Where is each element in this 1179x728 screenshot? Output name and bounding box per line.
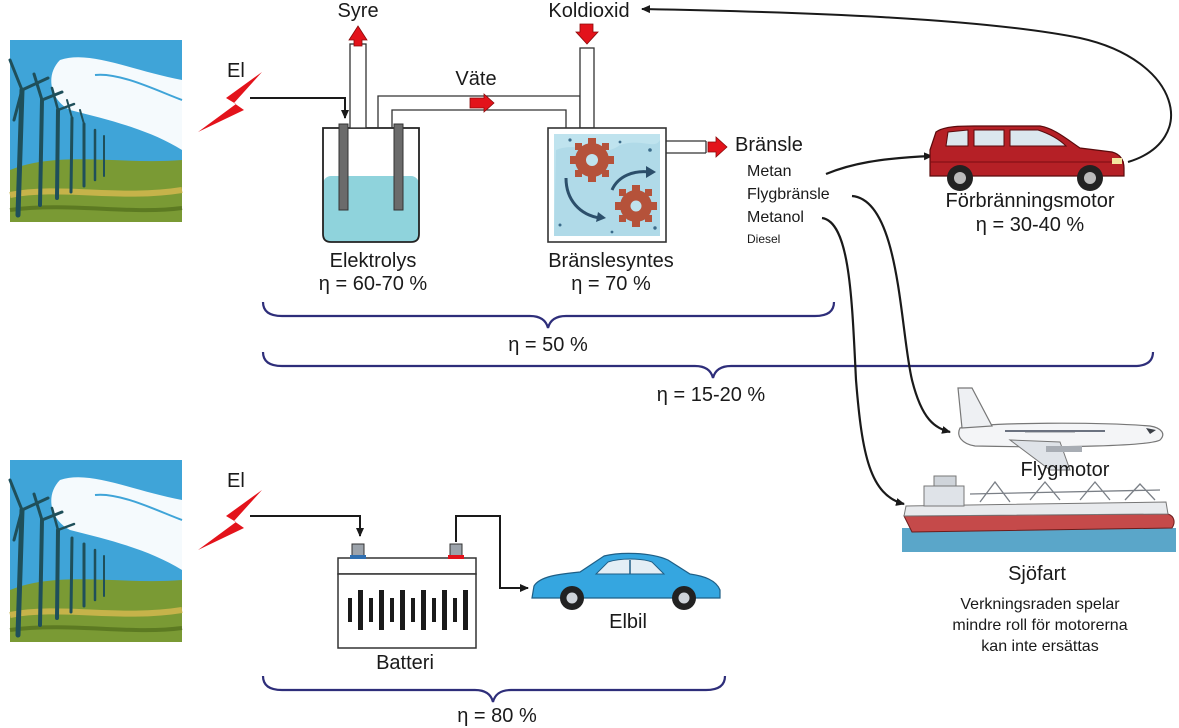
bransle-label: Bränsle	[735, 134, 803, 156]
forbranningsmotor-label: Förbränningsmotor	[945, 190, 1115, 212]
route-car-to-koldioxid	[641, 5, 1172, 163]
fuel-flygbransle-label: Flygbränsle	[747, 186, 830, 203]
forbranningsmotor-eta-label: η = 30-40 %	[975, 214, 1085, 236]
elektrolys-label: Elektrolys	[329, 250, 417, 272]
note-line: mindre roll för motorerna	[952, 617, 1128, 634]
syre-label: Syre	[337, 0, 379, 22]
battery-wire-out	[455, 515, 529, 592]
elbil-label: Elbil	[609, 611, 647, 633]
note-line: kan inte ersättas	[981, 638, 1099, 655]
koldioxid-label: Koldioxid	[548, 0, 630, 22]
el-wire-top	[250, 97, 349, 119]
vate-label: Väte	[455, 68, 497, 90]
wind-turbines-icon	[8, 40, 183, 222]
branslesyntes-label: Bränslesyntes	[548, 250, 674, 272]
eta-50-label: η = 50 %	[508, 334, 588, 356]
lightning-icon	[198, 490, 262, 550]
fuel-diesel-label: Diesel	[747, 232, 781, 246]
lightning-icon	[198, 72, 262, 132]
flygmotor-label: Flygmotor	[1020, 459, 1110, 481]
airplane-icon	[957, 387, 1164, 471]
eta-80-label: η = 80 %	[457, 705, 537, 727]
battery-wire-in	[250, 515, 364, 537]
el-label-bottom: El	[227, 470, 245, 492]
brace-eta-15-20	[261, 351, 1155, 379]
elektrolys-eta-label: η = 60-70 %	[318, 273, 428, 295]
koldioxid-arrow-icon	[575, 23, 599, 45]
syre-arrow-icon	[348, 25, 368, 47]
eta-15-20-label: η = 15-20 %	[656, 384, 766, 406]
note-text: Verkningsraden spelar mindre roll för mo…	[952, 594, 1127, 657]
bransle-pipe	[666, 140, 707, 154]
red-car-icon	[929, 125, 1125, 191]
route-metan-to-car	[825, 152, 933, 176]
batteri-label: Batteri	[376, 652, 434, 674]
fuel-metan-label: Metan	[747, 163, 792, 180]
brace-eta-80	[261, 675, 727, 703]
battery-icon	[337, 543, 477, 649]
gear-icon	[570, 138, 614, 182]
vate-arrow-icon	[469, 93, 495, 113]
route-metanol-to-ship	[821, 216, 905, 506]
route-flygbransle-to-plane	[851, 194, 951, 434]
fuel-synthesis-reactor	[547, 127, 667, 243]
wind-turbines-icon	[8, 460, 183, 642]
note-line: Verkningsraden spelar	[960, 596, 1120, 613]
ship-icon	[902, 475, 1176, 552]
branslesyntes-eta-label: η = 70 %	[571, 273, 651, 295]
fuel-metanol-label: Metanol	[747, 209, 804, 226]
brace-eta-50	[261, 301, 836, 329]
syre-pipe	[349, 43, 367, 129]
el-label-top: El	[227, 60, 245, 82]
koldioxid-pipe	[579, 47, 595, 129]
sjofart-label: Sjöfart	[1008, 563, 1066, 585]
electrolysis-tank	[322, 123, 420, 243]
gear-icon	[615, 185, 657, 227]
bransle-arrow-icon	[707, 136, 728, 158]
blue-car-icon	[531, 552, 721, 610]
